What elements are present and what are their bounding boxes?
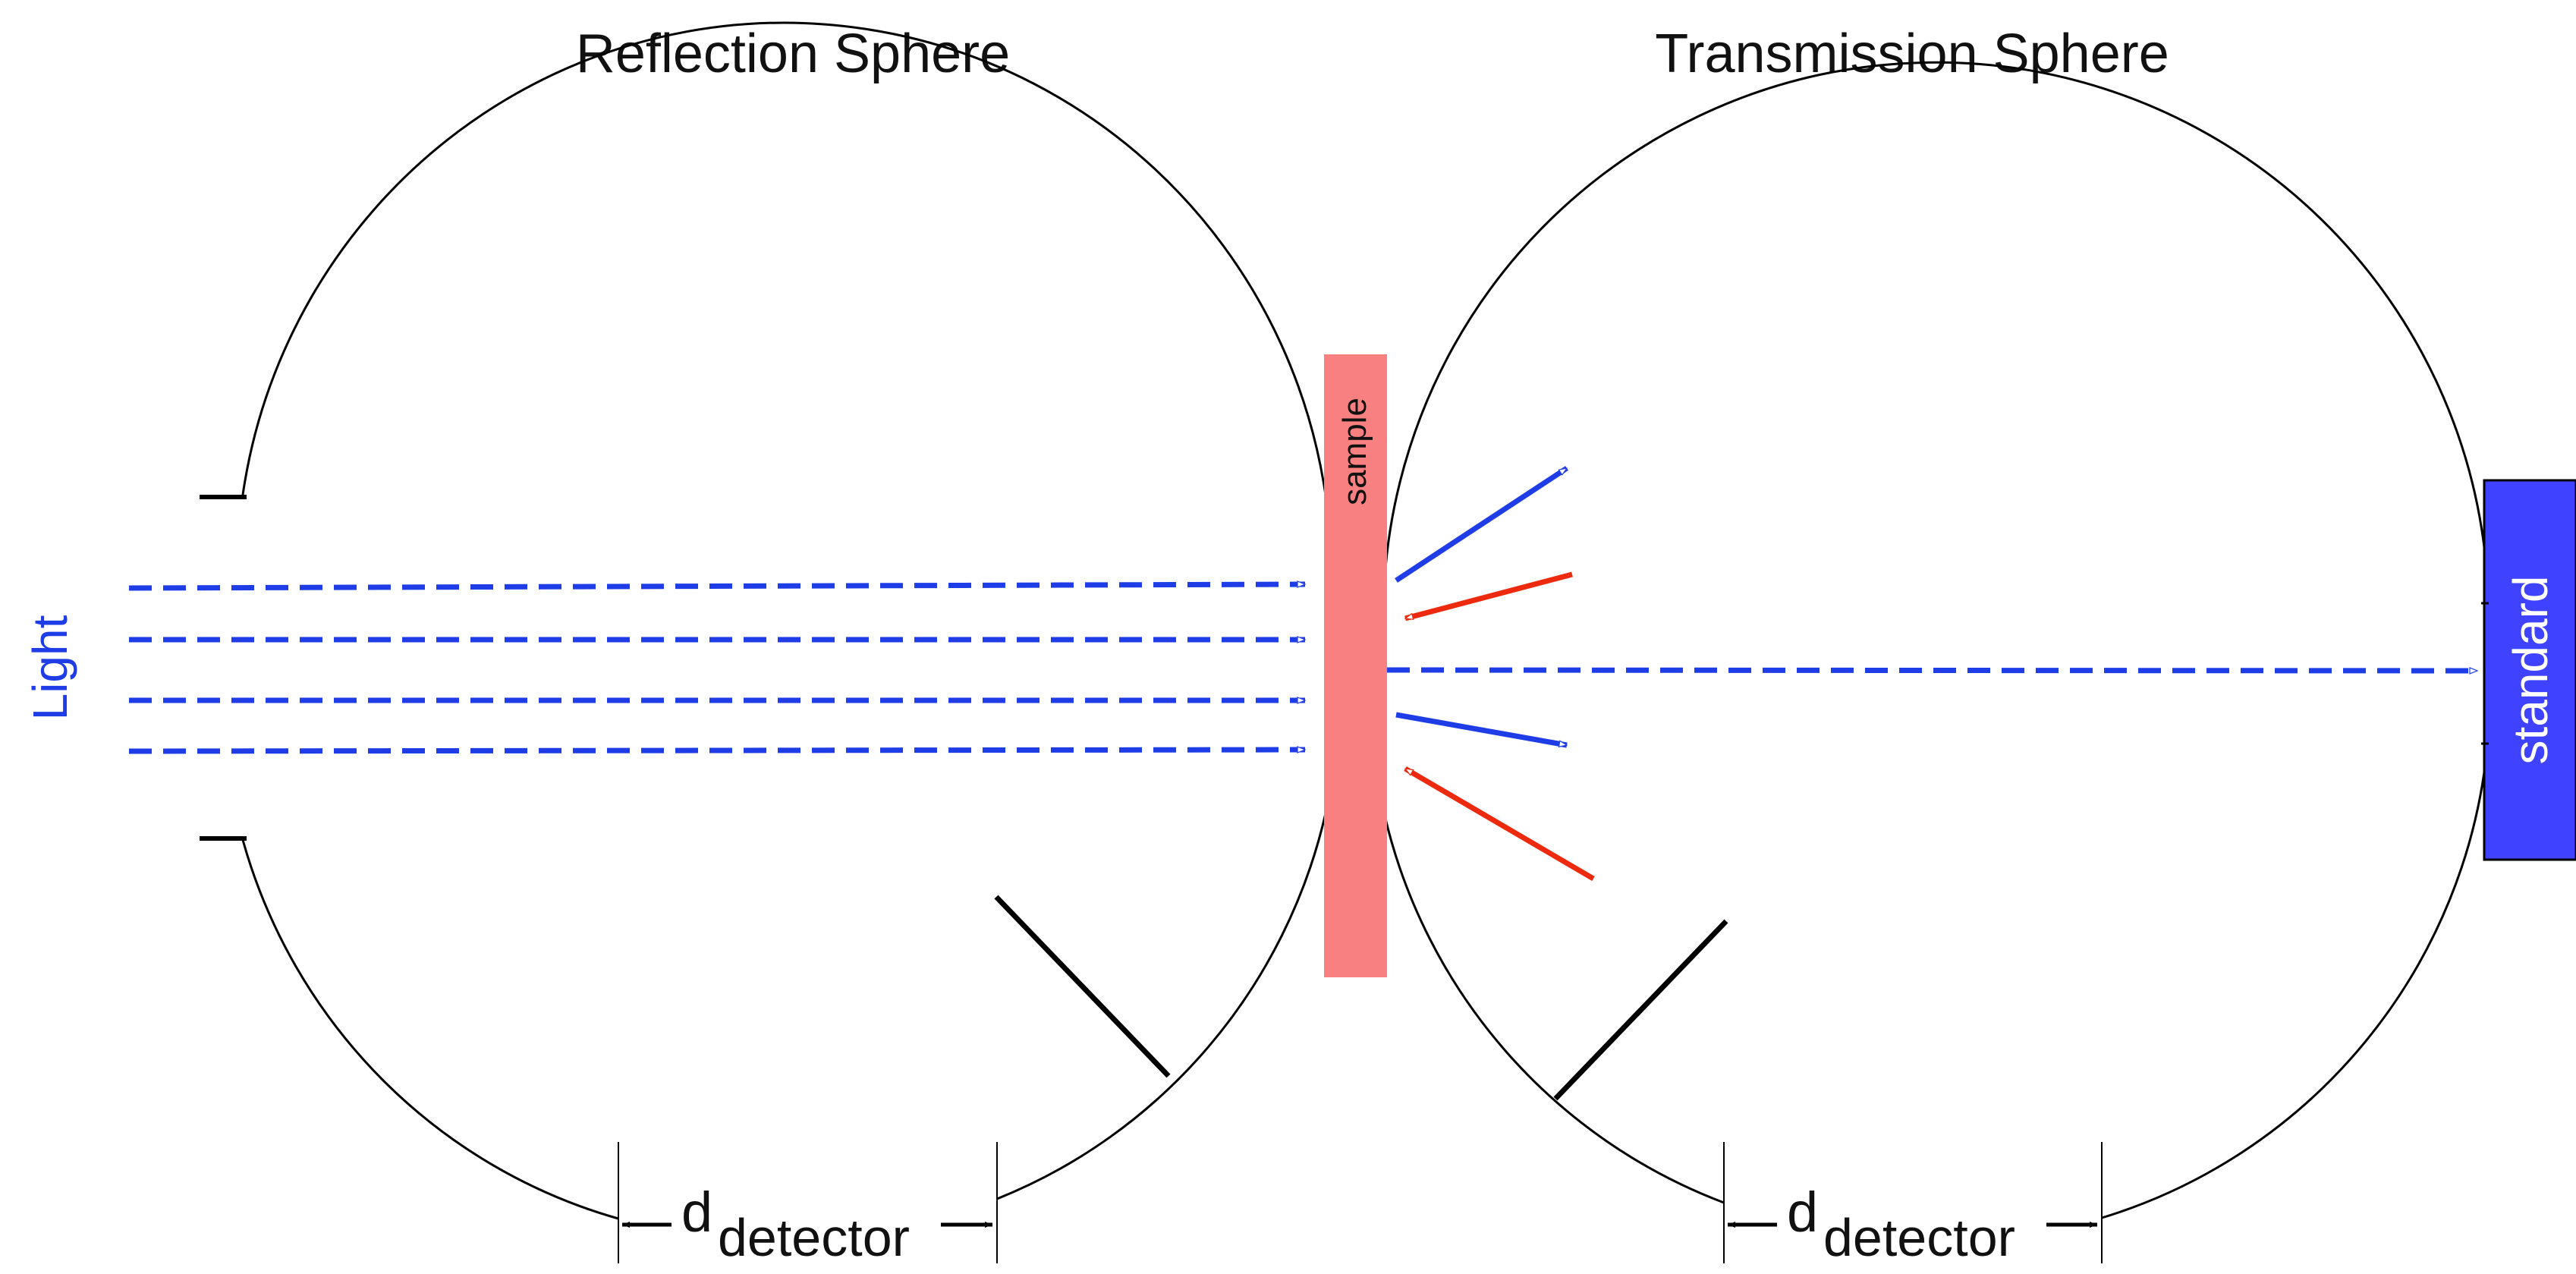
sample-label: sample bbox=[1336, 398, 1373, 505]
transmission-sphere-title: Transmission Sphere bbox=[1655, 24, 2169, 84]
reflection-detector-subscript: detector bbox=[718, 1208, 910, 1267]
transmission-detector-subscript: detector bbox=[1823, 1208, 2015, 1267]
reflection-sphere-baffle bbox=[994, 895, 1171, 1078]
transmitted-beam bbox=[1386, 670, 2477, 671]
returning-arrow-upper bbox=[1405, 571, 1573, 621]
standard-label: standard bbox=[2503, 575, 2558, 764]
standard bbox=[2483, 479, 2576, 861]
incident-beams bbox=[128, 584, 1305, 754]
transmission-sphere-baffle bbox=[1553, 919, 1728, 1101]
transmission-sphere-outline bbox=[1382, 61, 2489, 655]
incident-beam-4 bbox=[128, 750, 1305, 754]
scattered-arrow-upper bbox=[1395, 466, 1568, 583]
transmission-detector-dimension: d detector bbox=[1723, 1142, 2103, 1267]
reflection-sphere-title: Reflection Sphere bbox=[576, 24, 1010, 84]
incident-beam-1 bbox=[128, 584, 1305, 591]
light-label: Light bbox=[23, 615, 77, 720]
sample bbox=[1324, 354, 1387, 977]
transmission-detector-symbol: d bbox=[1787, 1181, 1818, 1244]
returning-arrow-lower bbox=[1404, 766, 1595, 882]
reflection-sphere-outline bbox=[241, 21, 1333, 656]
reflection-detector-dimension: d detector bbox=[618, 1142, 998, 1267]
transmission-sphere-outline-lower-left bbox=[1383, 815, 1725, 1204]
transmission-sphere-outline-right bbox=[2101, 747, 2489, 1219]
reflection-sphere-outline-lower-right bbox=[241, 839, 619, 1220]
reflection-sphere-outline-lower-left bbox=[996, 813, 1327, 1200]
scattered-arrow-lower bbox=[1395, 712, 1567, 748]
reflection-detector-symbol: d bbox=[681, 1181, 712, 1244]
